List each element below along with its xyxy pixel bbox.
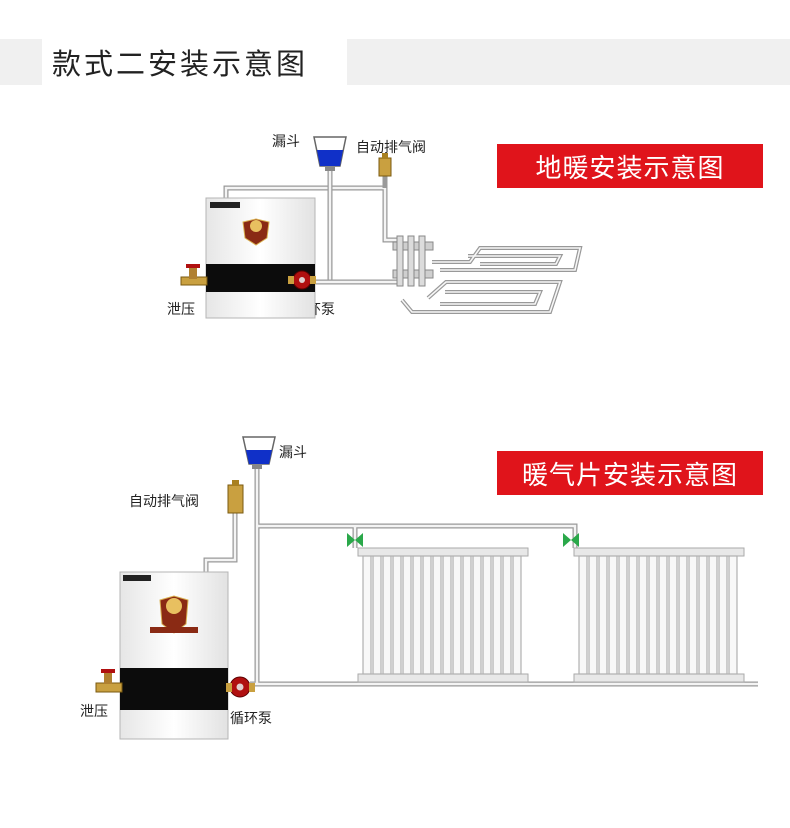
floor-boiler-unit (205, 197, 316, 319)
radiator-pump-label: 循环泵 (230, 711, 272, 727)
floor-air-valve-label: 自动排气阀 (356, 140, 426, 156)
floor-funnel-icon (313, 136, 347, 171)
floor-pump-icon (288, 270, 316, 290)
floor-heating-banner: 地暖安装示意图 (497, 144, 763, 188)
floor-pressure-relief-label: 泄压 (167, 302, 195, 318)
radiator-pressure-relief-label: 泄压 (80, 704, 108, 720)
radiator-panel-left (357, 547, 529, 683)
radiator-valve-right-icon (563, 533, 579, 547)
radiator-pressure-relief-valve-icon (95, 669, 123, 693)
radiator-pump-icon (226, 676, 255, 698)
radiator-funnel-label: 漏斗 (279, 445, 307, 461)
manifold (392, 235, 434, 287)
floor-funnel-label: 漏斗 (272, 134, 300, 150)
radiator-air-valve-label: 自动排气阀 (129, 494, 199, 510)
radiator-boiler-unit (119, 571, 229, 740)
radiator-air-valve-icon (227, 480, 244, 514)
radiator-panel-right (573, 547, 745, 683)
floor-pipes (223, 170, 400, 285)
floor-air-valve-icon (378, 153, 392, 177)
radiator-valve-left-icon (347, 533, 363, 547)
floor-heating-coil-lower (400, 280, 563, 314)
floor-heating-coil-upper (432, 246, 583, 272)
floor-pressure-relief-valve-icon (180, 264, 208, 286)
radiator-banner: 暖气片安装示意图 (497, 451, 763, 495)
radiator-funnel-icon (242, 436, 276, 469)
page-title: 款式二安装示意图 (42, 39, 347, 85)
